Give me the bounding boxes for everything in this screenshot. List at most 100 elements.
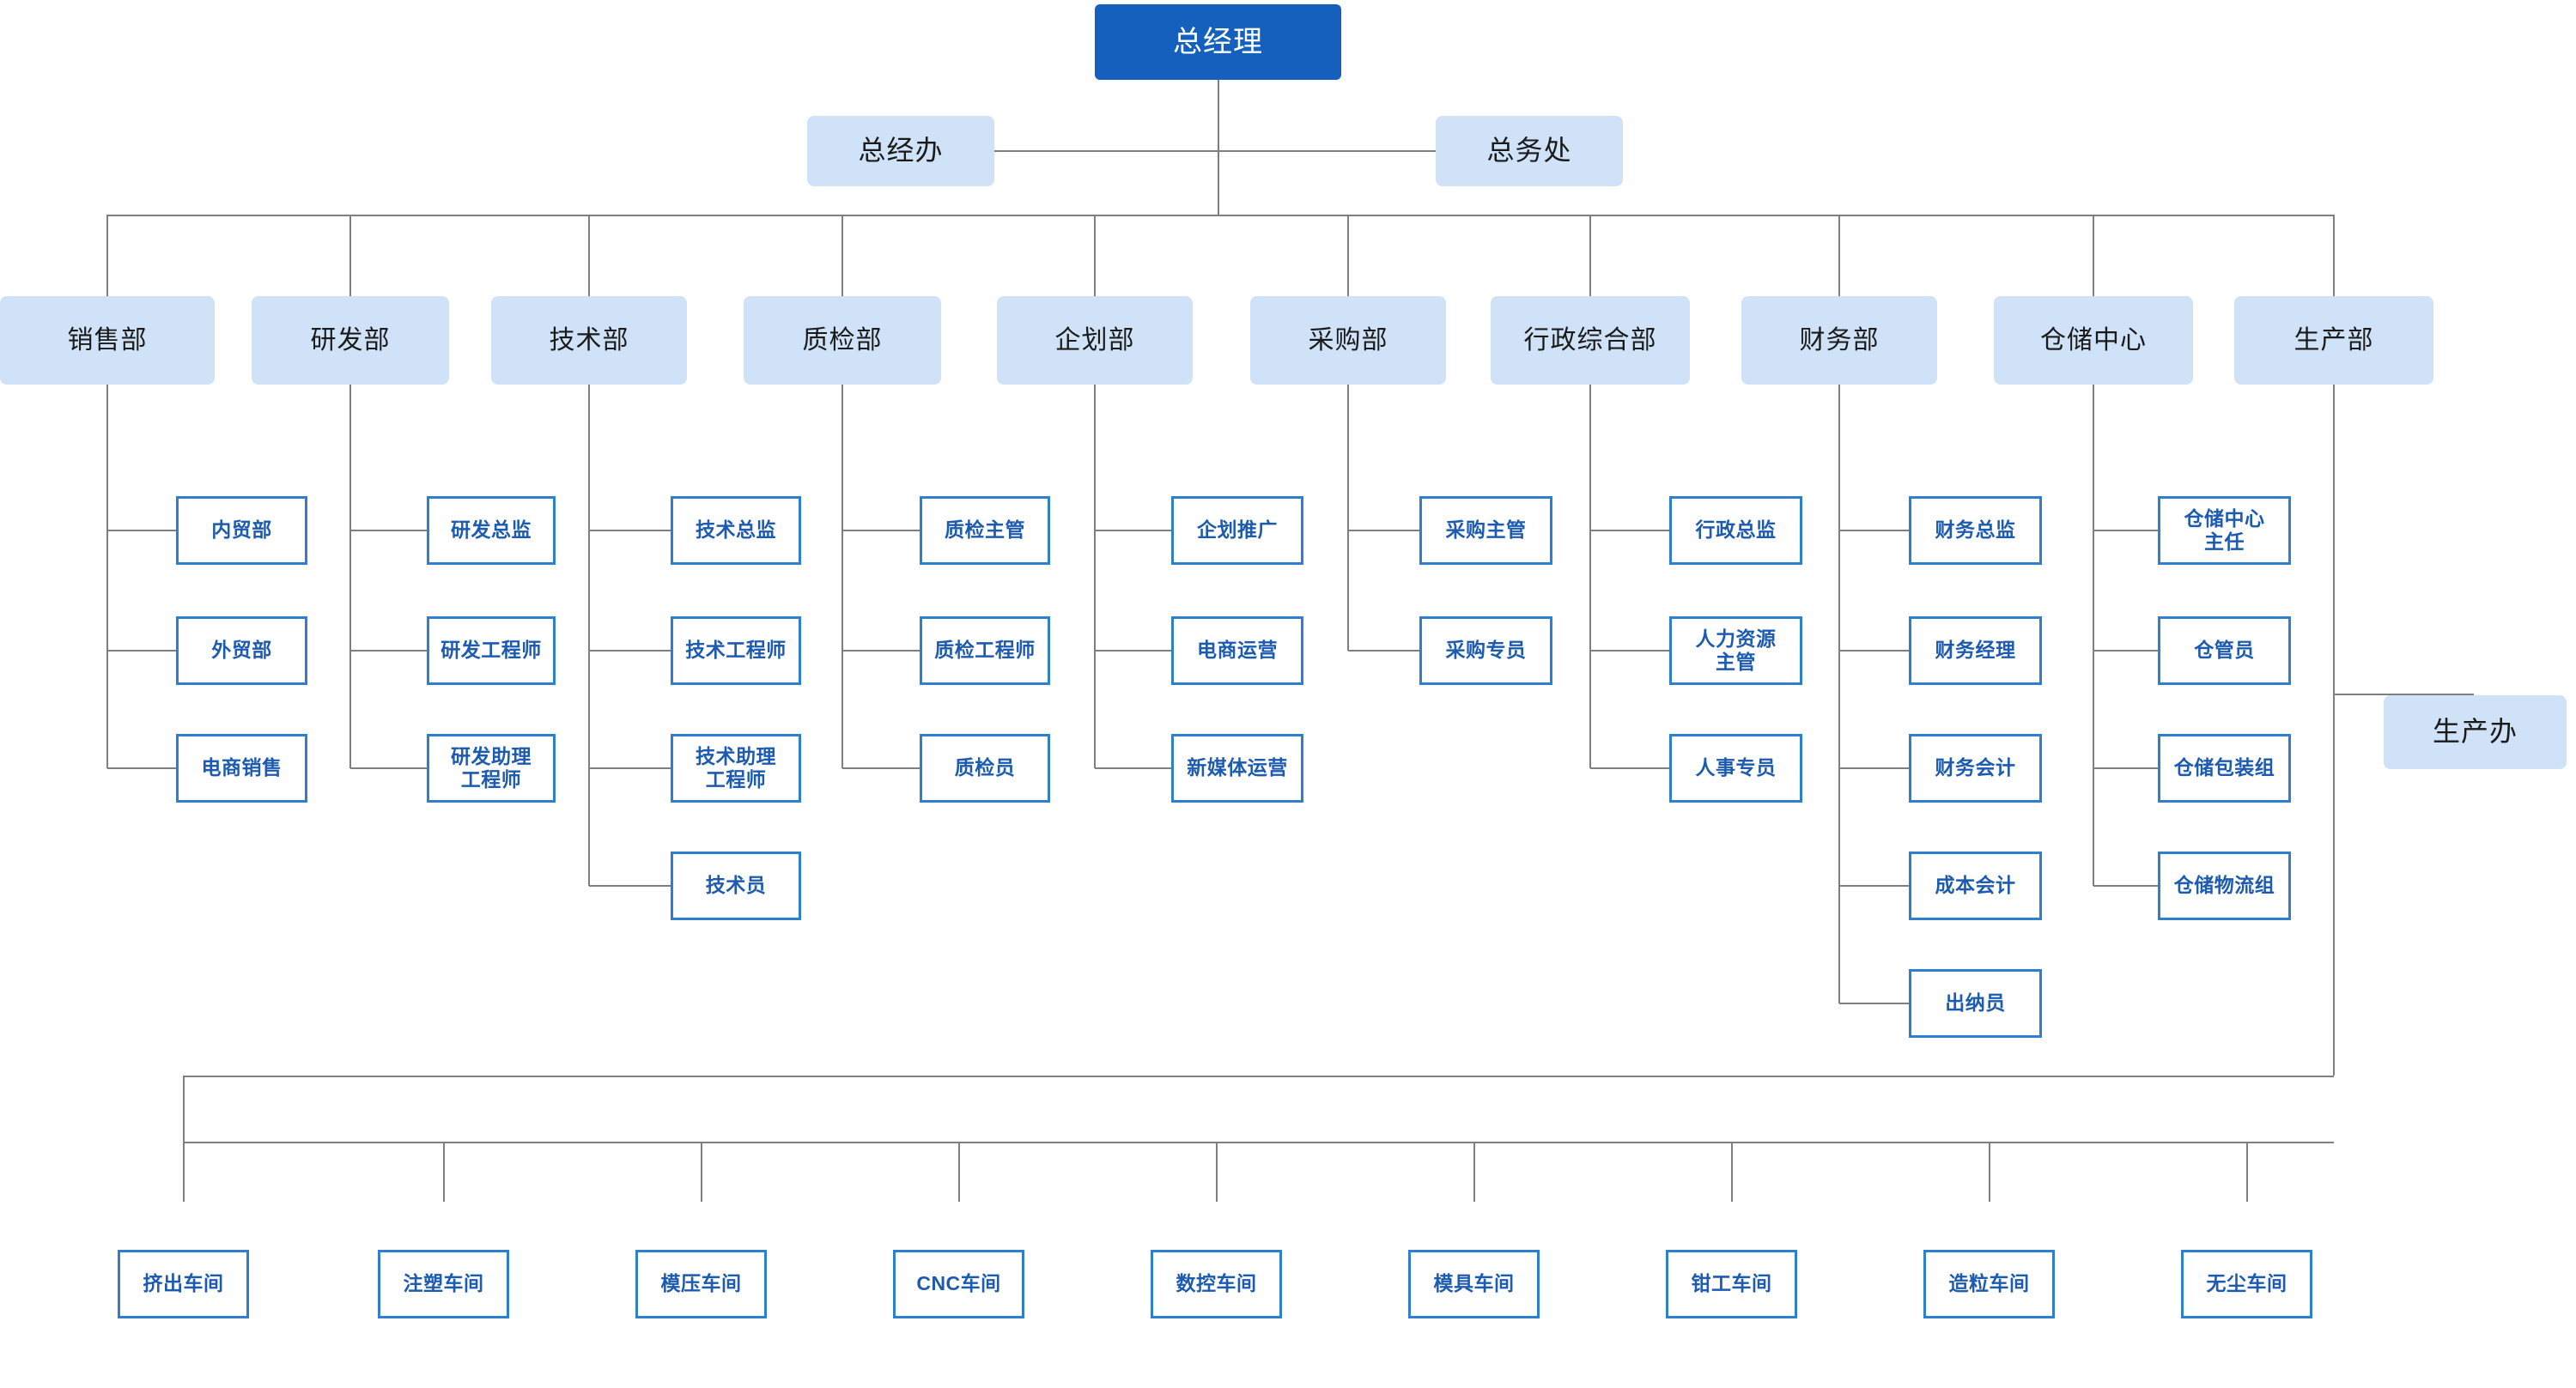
node-label: 采购专员 — [1445, 639, 1527, 662]
node-研发总监[interactable]: 研发总监 — [427, 496, 556, 565]
connector-line — [350, 650, 427, 652]
node-人事专员[interactable]: 人事专员 — [1669, 734, 1802, 803]
node-无尘车间[interactable]: 无尘车间 — [2181, 1250, 2312, 1318]
node-仓储物流组[interactable]: 仓储物流组 — [2158, 852, 2291, 920]
node-模具车间[interactable]: 模具车间 — [1408, 1250, 1540, 1318]
node-仓储包装组[interactable]: 仓储包装组 — [2158, 734, 2291, 803]
connector-line — [2334, 694, 2473, 695]
node-质检部[interactable]: 质检部 — [744, 296, 941, 385]
node-质检工程师[interactable]: 质检工程师 — [920, 616, 1050, 685]
node-技术总监[interactable]: 技术总监 — [671, 496, 801, 565]
connector-line — [842, 650, 920, 652]
node-label: 技术助理工程师 — [696, 744, 776, 791]
node-生产部[interactable]: 生产部 — [2234, 296, 2433, 385]
node-仓储中心-主任[interactable]: 仓储中心主任 — [2158, 496, 2291, 565]
node-label: 成本会计 — [1935, 874, 2016, 897]
node-销售部[interactable]: 销售部 — [0, 296, 215, 385]
connector-line — [588, 215, 590, 296]
node-gm-office[interactable]: 总经办 — [807, 116, 994, 186]
node-label: 造粒车间 — [1948, 1272, 2030, 1295]
connector-line — [994, 150, 1436, 152]
node-label: 外贸部 — [211, 639, 272, 662]
connector-line — [1590, 650, 1669, 652]
node-技术员[interactable]: 技术员 — [671, 852, 801, 920]
node-技术部[interactable]: 技术部 — [491, 296, 687, 385]
connector-line — [1730, 1142, 1733, 1202]
connector-line — [2333, 385, 2335, 1076]
node-数控车间[interactable]: 数控车间 — [1151, 1250, 1282, 1318]
node-行政综合部[interactable]: 行政综合部 — [1491, 296, 1690, 385]
node-label: 企划推广 — [1197, 518, 1278, 542]
node-label: 销售部 — [67, 325, 148, 355]
connector-line — [2333, 215, 2335, 296]
connector-line — [106, 385, 108, 768]
node-仓储中心[interactable]: 仓储中心 — [1994, 296, 2193, 385]
node-label: 行政综合部 — [1523, 325, 1657, 355]
connector-line — [1347, 215, 1349, 296]
node-企划推广[interactable]: 企划推广 — [1171, 496, 1303, 565]
node-质检主管[interactable]: 质检主管 — [920, 496, 1050, 565]
node-label: 研发总监 — [451, 518, 532, 542]
node-财务总监[interactable]: 财务总监 — [1909, 496, 2042, 565]
node-采购主管[interactable]: 采购主管 — [1419, 496, 1552, 565]
connector-line — [1348, 650, 1419, 652]
connector-line — [1590, 767, 1669, 769]
connector-line — [1095, 650, 1171, 652]
node-成本会计[interactable]: 成本会计 — [1909, 852, 2042, 920]
connector-line — [182, 1076, 185, 1142]
node-采购部[interactable]: 采购部 — [1250, 296, 1446, 385]
node-production-office[interactable]: 生产办 — [2384, 695, 2567, 769]
node-仓管员[interactable]: 仓管员 — [2158, 616, 2291, 685]
node-质检员[interactable]: 质检员 — [920, 734, 1050, 803]
node-造粒车间[interactable]: 造粒车间 — [1923, 1250, 2055, 1318]
node-label: 注塑车间 — [403, 1272, 484, 1295]
node-财务部[interactable]: 财务部 — [1741, 296, 1937, 385]
node-研发助理-工程师[interactable]: 研发助理工程师 — [427, 734, 556, 803]
connector-line — [1839, 885, 1909, 887]
node-出纳员[interactable]: 出纳员 — [1909, 969, 2042, 1038]
connector-line — [350, 767, 427, 769]
node-内贸部[interactable]: 内贸部 — [176, 496, 307, 565]
connector-line — [350, 530, 427, 531]
node-label: 采购部 — [1308, 325, 1388, 355]
node-财务经理[interactable]: 财务经理 — [1909, 616, 2042, 685]
node-注塑车间[interactable]: 注塑车间 — [378, 1250, 509, 1318]
node-财务会计[interactable]: 财务会计 — [1909, 734, 2042, 803]
connector-line — [107, 767, 176, 769]
connector-line — [2093, 650, 2158, 652]
node-label: 仓管员 — [2194, 639, 2255, 662]
node-行政总监[interactable]: 行政总监 — [1669, 496, 1802, 565]
node-label: 人力资源主管 — [1695, 627, 1777, 673]
node-企划部[interactable]: 企划部 — [997, 296, 1193, 385]
connector-line — [2093, 767, 2158, 769]
node-技术助理-工程师[interactable]: 技术助理工程师 — [671, 734, 801, 803]
node-general-affairs[interactable]: 总务处 — [1436, 116, 1623, 186]
node-CNC车间[interactable]: CNC车间 — [893, 1250, 1024, 1318]
connector-line — [589, 767, 671, 769]
node-general-manager[interactable]: 总经理 — [1095, 4, 1341, 80]
node-人力资源-主管[interactable]: 人力资源主管 — [1669, 616, 1802, 685]
node-label: 财务部 — [1799, 325, 1880, 355]
connector-line — [589, 650, 671, 652]
node-模压车间[interactable]: 模压车间 — [635, 1250, 767, 1318]
node-label: 行政总监 — [1695, 518, 1777, 542]
node-钳工车间[interactable]: 钳工车间 — [1666, 1250, 1797, 1318]
node-挤出车间[interactable]: 挤出车间 — [118, 1250, 249, 1318]
node-label: 财务经理 — [1935, 639, 2016, 662]
node-label: 仓储包装组 — [2173, 756, 2275, 779]
node-采购专员[interactable]: 采购专员 — [1419, 616, 1552, 685]
node-label: 财务会计 — [1935, 756, 2016, 779]
node-label: 质检工程师 — [934, 639, 1036, 662]
node-外贸部[interactable]: 外贸部 — [176, 616, 307, 685]
connector-line — [841, 215, 843, 296]
node-研发部[interactable]: 研发部 — [252, 296, 449, 385]
node-label: 技术员 — [705, 874, 767, 897]
node-新媒体运营[interactable]: 新媒体运营 — [1171, 734, 1303, 803]
node-技术工程师[interactable]: 技术工程师 — [671, 616, 801, 685]
node-电商销售[interactable]: 电商销售 — [176, 734, 307, 803]
node-研发工程师[interactable]: 研发工程师 — [427, 616, 556, 685]
connector-line — [107, 650, 176, 652]
node-电商运营[interactable]: 电商运营 — [1171, 616, 1303, 685]
connector-line — [1838, 385, 1840, 1003]
